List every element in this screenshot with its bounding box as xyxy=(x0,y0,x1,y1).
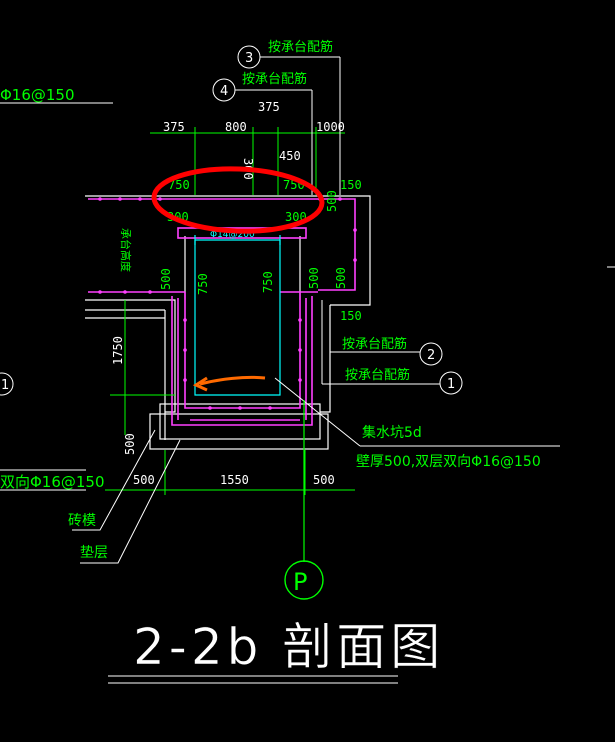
rebar-cage xyxy=(88,198,356,426)
wall-note: 壁厚500,双层双向Φ16@150 xyxy=(356,454,541,470)
callout-num-1: 1 xyxy=(447,377,455,392)
left-bubble-label: 1 xyxy=(1,378,9,393)
left-mid-rebar-text: 双向Φ16@150 xyxy=(0,473,105,491)
sump-inner xyxy=(194,235,281,396)
dim-500-f: 500 xyxy=(133,473,155,487)
slab-thickness-label: 承台高度 xyxy=(119,228,133,272)
dim-500-d: 500 xyxy=(334,267,348,289)
sump-label: 集水坑5d xyxy=(362,424,422,441)
dim-450: 450 xyxy=(279,149,301,163)
callout-1-text: 按承台配筋 xyxy=(345,367,410,383)
axis-bubble-label: P xyxy=(293,568,307,596)
cushion-leader xyxy=(80,439,181,564)
dim-500-e: 500 xyxy=(123,433,137,455)
dim-1000: 1000 xyxy=(316,120,345,134)
callout-num-3: 3 xyxy=(245,51,253,66)
brick-mold-leader xyxy=(72,429,156,531)
annotation-arrow-head xyxy=(192,376,208,392)
dim-150-a: 150 xyxy=(340,178,362,192)
callout-num-2: 2 xyxy=(427,348,435,363)
dim-750-d: 750 xyxy=(261,271,275,293)
axis-bubble xyxy=(284,560,324,600)
callout-3-text: 按承台配筋 xyxy=(268,39,333,55)
dim-1550: 1550 xyxy=(220,473,249,487)
brick-mold-label: 砖模 xyxy=(68,513,96,529)
callout-4-text: 按承台配筋 xyxy=(242,71,307,87)
concrete-outline xyxy=(85,195,371,450)
callout-bubble-1 xyxy=(439,371,463,395)
dim-150-b: 150 xyxy=(340,309,362,323)
annotation-arrow xyxy=(199,375,266,386)
left-axis-bubble xyxy=(0,372,14,396)
dim-500-b: 500 xyxy=(159,268,173,290)
cushion-label: 垫层 xyxy=(80,545,108,561)
dim-750-c: 750 xyxy=(196,273,210,295)
dim-800: 800 xyxy=(225,120,247,134)
callout-2-text: 按承台配筋 xyxy=(342,336,407,352)
dim-375-right: 375 xyxy=(258,100,280,114)
left-top-rebar-text: Φ16@150 xyxy=(0,86,75,104)
dim-375-left: 375 xyxy=(163,120,185,134)
dim-500-a: 500 xyxy=(325,190,339,212)
dim-500-c: 500 xyxy=(307,267,321,289)
dim-750-a: 750 xyxy=(168,178,190,192)
drawing-title: 2-2b 剖面图 xyxy=(133,618,444,676)
slab-rebar-text: Φ14@200 xyxy=(210,230,255,240)
dim-500-g: 500 xyxy=(313,473,335,487)
callout-num-4: 4 xyxy=(220,84,228,99)
callout-bubble-2 xyxy=(419,342,443,366)
dim-1750: 1750 xyxy=(111,336,125,365)
sump-leader xyxy=(274,377,361,447)
highlight-circle xyxy=(151,166,325,234)
